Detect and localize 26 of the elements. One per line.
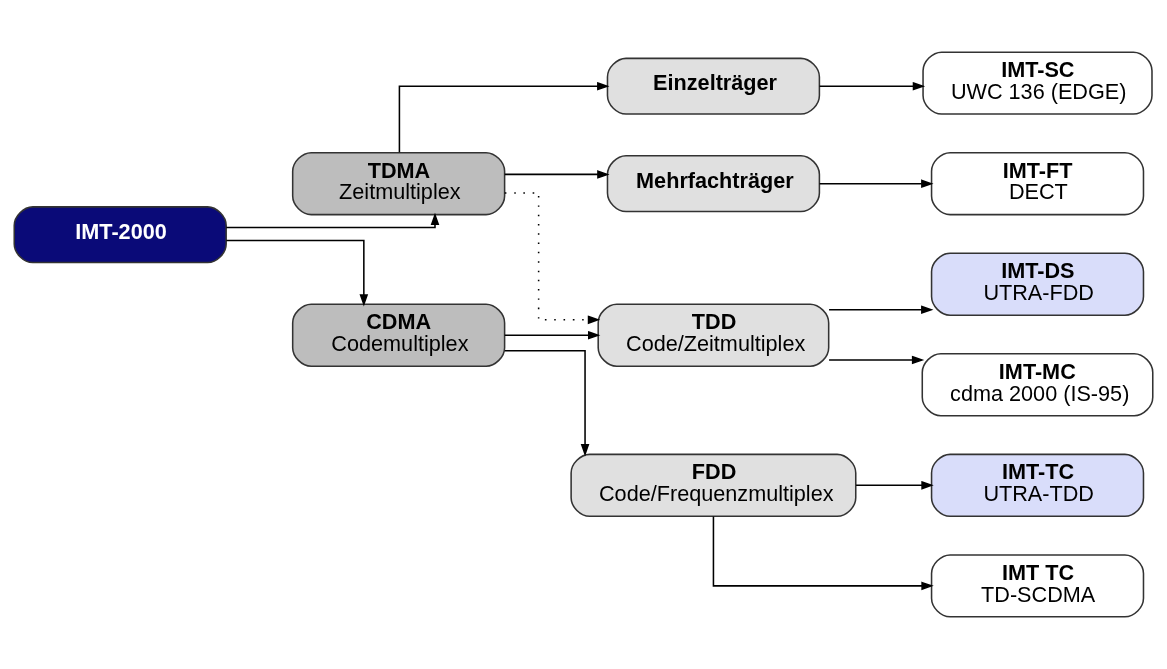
node-box: CDMA Codemultiplex: [291, 303, 506, 367]
arrow: [504, 349, 590, 457]
arrow: [818, 81, 926, 91]
arrow: [855, 481, 934, 490]
arrow: [225, 239, 369, 307]
node-box: IMT TC TD-SCDMA: [930, 554, 1145, 618]
node-box: FDD Code/Frequenzmultiplex: [570, 453, 857, 518]
arrow: [828, 355, 925, 365]
node-box: TDMA Zeitmultiplex: [291, 151, 506, 216]
arrow: [828, 305, 934, 315]
node-box: IMT-MC cdma 2000 (IS-95): [921, 353, 1154, 417]
arrow: [504, 170, 610, 179]
arrow: [503, 192, 601, 325]
node-box: TDD Code/Zeitmultiplex: [597, 303, 830, 367]
node-box: IMT-DS UTRA-FDD: [930, 252, 1145, 316]
node-box: IMT-TC UTRA-TDD: [930, 453, 1145, 518]
node-box: Mehrfachträger: [606, 155, 821, 213]
arrow: [225, 212, 440, 229]
node-box: IMT-SC UWC 136 (EDGE): [922, 51, 1153, 115]
arrow: [818, 179, 934, 188]
arrow: [712, 515, 934, 591]
arrow: [398, 81, 610, 154]
node-box: IMT-2000: [13, 206, 227, 264]
node-box: IMT-FT DECT: [930, 151, 1145, 216]
arrow: [504, 330, 601, 340]
node-box: Einzelträger: [606, 57, 821, 115]
